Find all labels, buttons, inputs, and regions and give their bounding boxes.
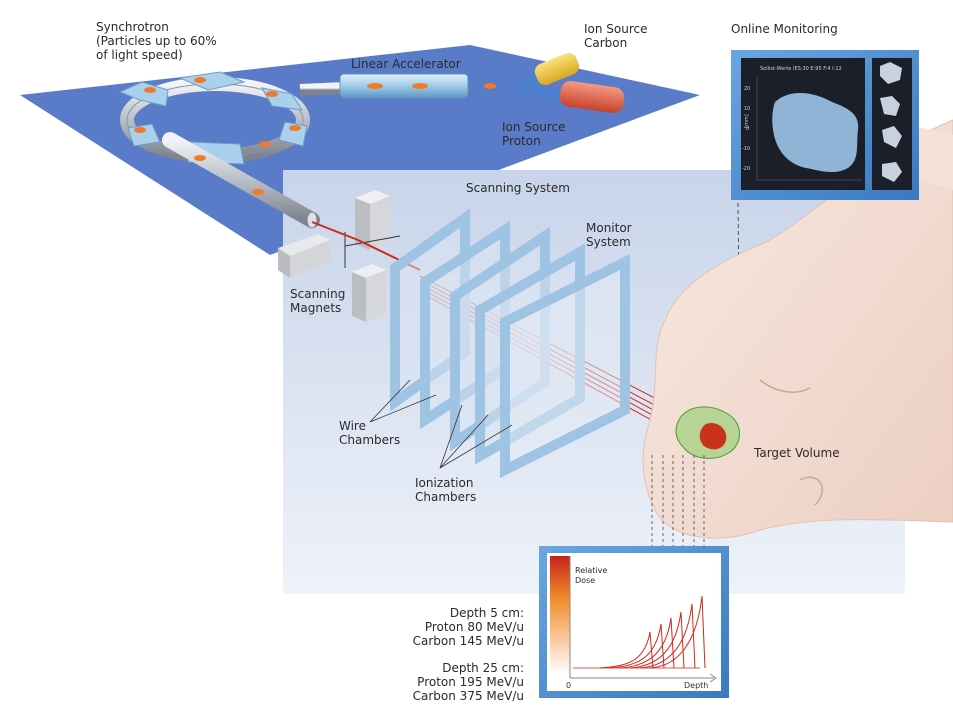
label-wire-chambers: Wire Chambers [339,419,401,447]
monitor-tick-10: 10 [744,106,750,112]
scanning-magnets [278,190,401,322]
label-scanning-magnets: Scanning Magnets [290,287,346,315]
dose-chart-xlabel: Depth [684,681,708,690]
dose-chart-origin: 0 [566,681,571,690]
monitor-tick-0: 0 [746,126,749,132]
bragg-peak-curves [599,595,706,669]
ion-source-proton [559,80,625,114]
label-scanning-system: Scanning System [466,181,570,195]
label-depth-5cm: Depth 5 cm: Proton 80 MeV/u Carbon 145 M… [412,606,524,648]
label-synchrotron: Synchrotron (Particles up to 60% of ligh… [96,20,217,62]
label-ionization-chambers: Ionization Chambers [415,476,477,504]
monitor-screen-header: Sollist-Werte IES:30 E:95 F:4 I:12 [760,66,842,72]
label-online-monitoring: Online Monitoring [731,22,838,36]
label-target-volume: Target Volume [754,446,840,460]
relative-dose-chart [539,546,729,698]
monitor-screen-unit: [mm] [744,114,750,128]
label-monitor-system: Monitor System [586,221,632,249]
label-linear-accelerator: Linear Accelerator [351,57,461,71]
monitor-tick-20: 20 [744,86,750,92]
online-monitoring-screen [731,50,919,200]
monitor-tick-minus10: -10 [742,146,750,152]
accelerator-platform [20,45,700,255]
ion-source-carbon [534,52,580,86]
beam-transfer-pipe [162,132,320,229]
synchrotron-ring [118,71,310,165]
dose-chart-ylabel: Relative Dose [575,566,608,585]
monitor-tick-minus20: -20 [742,166,750,172]
label-ion-source-carbon: Ion Source Carbon [584,22,648,50]
monitor-chamber [500,253,630,479]
label-depth-25cm: Depth 25 cm: Proton 195 MeV/u Carbon 375… [412,661,524,703]
target-volume [675,406,740,459]
label-ion-source-proton: Ion Source Proton [502,120,566,148]
